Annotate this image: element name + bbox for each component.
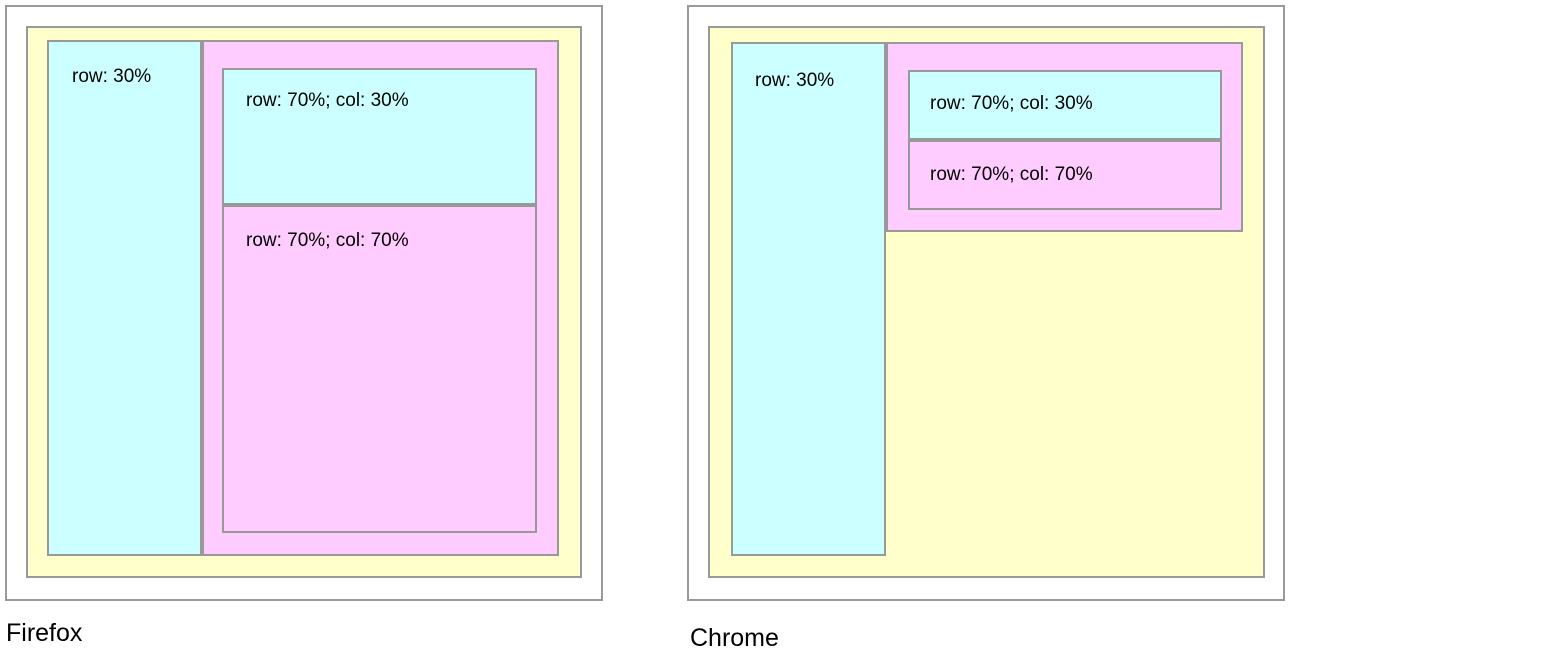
firefox-row-30-label: row: 30% xyxy=(72,66,152,87)
chrome-row-30-label: row: 30% xyxy=(755,70,835,91)
chrome-row-30-box xyxy=(731,42,886,556)
firefox-row70-col30-label: row: 70%; col: 30% xyxy=(246,90,409,111)
chrome-row70-col70-label: row: 70%; col: 70% xyxy=(930,164,1093,185)
firefox-row70-col70-label: row: 70%; col: 70% xyxy=(246,230,409,251)
chrome-row70-col30-label: row: 70%; col: 30% xyxy=(930,93,1093,114)
firefox-row70-col70-box xyxy=(222,205,537,533)
firefox-row-30-box xyxy=(47,40,202,556)
chrome-row70-col30-box xyxy=(908,70,1222,140)
chrome-caption: Chrome xyxy=(690,624,779,652)
firefox-row70-col30-box xyxy=(222,68,537,205)
firefox-caption: Firefox xyxy=(6,619,83,647)
chrome-row70-col70-box xyxy=(908,140,1222,210)
